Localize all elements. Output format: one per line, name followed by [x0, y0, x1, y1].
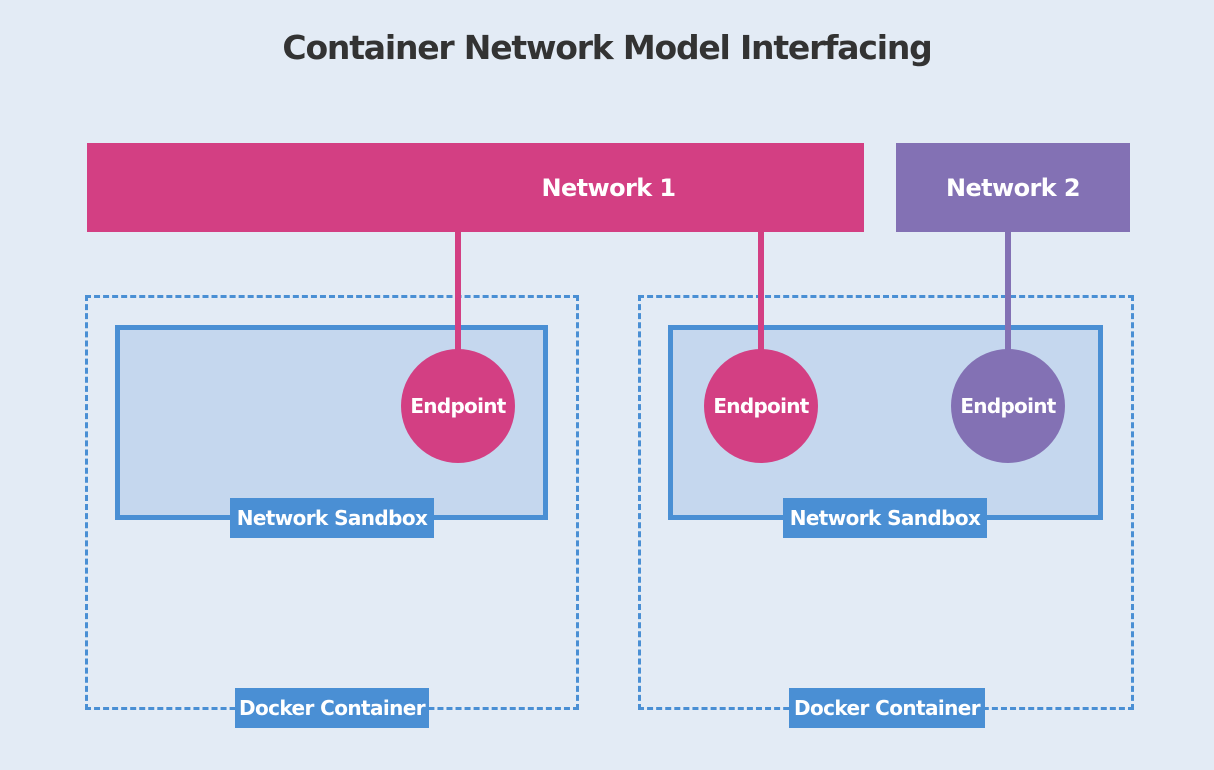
- network-1-bar: Network 1: [87, 143, 864, 232]
- network-2-bar: Network 2: [896, 143, 1130, 232]
- endpoint-right-network-2: Endpoint: [951, 349, 1065, 463]
- network-sandbox-label-right: Network Sandbox: [783, 498, 987, 538]
- link-network-1-endpoint-left: [455, 232, 461, 352]
- network-2-label: Network 2: [946, 173, 1081, 202]
- network-sandbox-label-left: Network Sandbox: [230, 498, 434, 538]
- endpoint-label: Endpoint: [713, 394, 809, 418]
- network-1-label: Network 1: [541, 173, 677, 202]
- diagram-title: Container Network Model Interfacing: [282, 28, 932, 67]
- endpoint-label: Endpoint: [960, 394, 1056, 418]
- endpoint-label: Endpoint: [410, 394, 506, 418]
- link-network-1-endpoint-right: [758, 232, 764, 352]
- endpoint-left-network-1: Endpoint: [401, 349, 515, 463]
- link-network-2-endpoint-right: [1005, 232, 1011, 352]
- endpoint-right-network-1: Endpoint: [704, 349, 818, 463]
- docker-container-label-left: Docker Container: [235, 688, 429, 728]
- docker-container-label-right: Docker Container: [789, 688, 985, 728]
